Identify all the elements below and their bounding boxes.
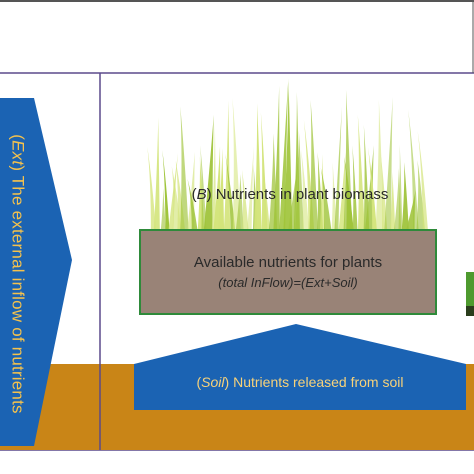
grass-blade — [309, 100, 318, 232]
plant-text: Nutrients in plant biomass — [215, 186, 389, 203]
plant-biomass-label: (B) Nutrients in plant biomass — [191, 186, 389, 203]
grass-blade — [273, 85, 280, 232]
soil-label: (Soil) Nutrients released from soil — [196, 374, 404, 390]
grass-blade — [211, 124, 217, 232]
grass-blade — [320, 167, 332, 232]
soil-release-arrow — [134, 324, 466, 410]
grass-blade — [401, 162, 409, 232]
grass-blade — [262, 162, 271, 232]
grass-blade — [357, 114, 365, 232]
available-formula: (total InFlow)=(Ext+Soil) — [218, 275, 358, 290]
soil-text: Nutrients released from soil — [233, 374, 404, 390]
grass-blade — [334, 106, 342, 232]
grass-blade — [375, 99, 384, 233]
grass-blade — [319, 154, 326, 232]
grass-blade — [162, 150, 170, 232]
plant-abbr: B — [196, 186, 207, 203]
grass-blade — [417, 130, 429, 232]
grass-blade — [279, 78, 289, 232]
grass-blade — [147, 146, 157, 232]
grass-blade — [168, 153, 179, 232]
grass-blade — [241, 169, 249, 232]
grass-blade — [160, 188, 166, 232]
available-nutrients-box-shape — [139, 229, 437, 315]
plant-biomass-grass — [147, 78, 429, 233]
grass-blade — [389, 172, 396, 232]
external-inflow-arrow — [0, 98, 72, 446]
grass-blade — [225, 153, 236, 232]
side-plant-dark-tip — [466, 306, 474, 316]
grass-blade — [364, 145, 374, 232]
grass-blade — [344, 156, 354, 232]
grass-blade — [217, 148, 225, 232]
available-title: Available nutrients for plants — [193, 254, 383, 271]
grass-blade — [408, 109, 419, 232]
grass-blade — [253, 103, 262, 232]
grass-blade — [235, 173, 244, 232]
grass-blade — [338, 152, 346, 232]
grass-blade — [203, 114, 214, 232]
grass-blade — [294, 129, 304, 232]
grass-blade — [180, 106, 189, 232]
grass-blade — [232, 98, 241, 233]
available-nutrients-box: Available nutrients for plants (total In… — [140, 230, 436, 314]
ext-abbr: Ext — [9, 140, 29, 166]
grass-blade — [213, 146, 221, 232]
grass-blade — [352, 145, 358, 232]
grass-blade — [283, 81, 293, 232]
side-plant-fragment — [466, 272, 474, 308]
grass-blade — [153, 117, 160, 232]
ext-label: (Ext) The external inflow of nutrients — [9, 134, 29, 414]
grass-blade — [301, 149, 310, 232]
soil-abbr: Soil — [201, 374, 225, 390]
ext-text: The external inflow of nutrients — [9, 175, 29, 414]
grass-blade — [398, 144, 403, 232]
grass-blade — [187, 178, 198, 232]
grass-blade — [384, 97, 393, 233]
grass-blade — [246, 146, 254, 232]
grass-blade — [368, 147, 377, 232]
grass-blade — [200, 145, 207, 232]
